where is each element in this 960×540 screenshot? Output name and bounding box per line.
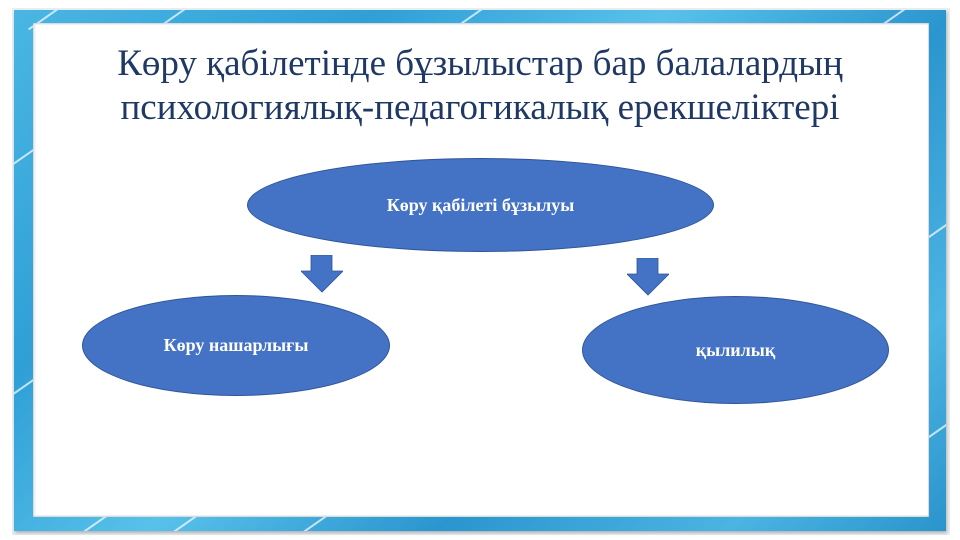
child-node-low-vision: Көру нашарлығы	[82, 295, 390, 396]
child-node-strabismus: қылилық	[582, 296, 889, 404]
slide-panel	[36, 25, 928, 515]
down-arrow-icon	[301, 255, 343, 293]
slide-title-line-1: Көру қабілетінде бұзылыстар бар балалард…	[117, 43, 843, 84]
child-node-label: қылилық	[695, 339, 776, 360]
slide-title-line-2: психологиялық-педагогикалық ерекшеліктер…	[120, 87, 840, 128]
down-arrow-icon	[627, 258, 669, 296]
root-node-label: Көру қабілеті бұзылуы	[386, 194, 575, 215]
root-node: Көру қабілеті бұзылуы	[247, 158, 714, 252]
child-node-label: Көру нашарлығы	[163, 335, 309, 355]
